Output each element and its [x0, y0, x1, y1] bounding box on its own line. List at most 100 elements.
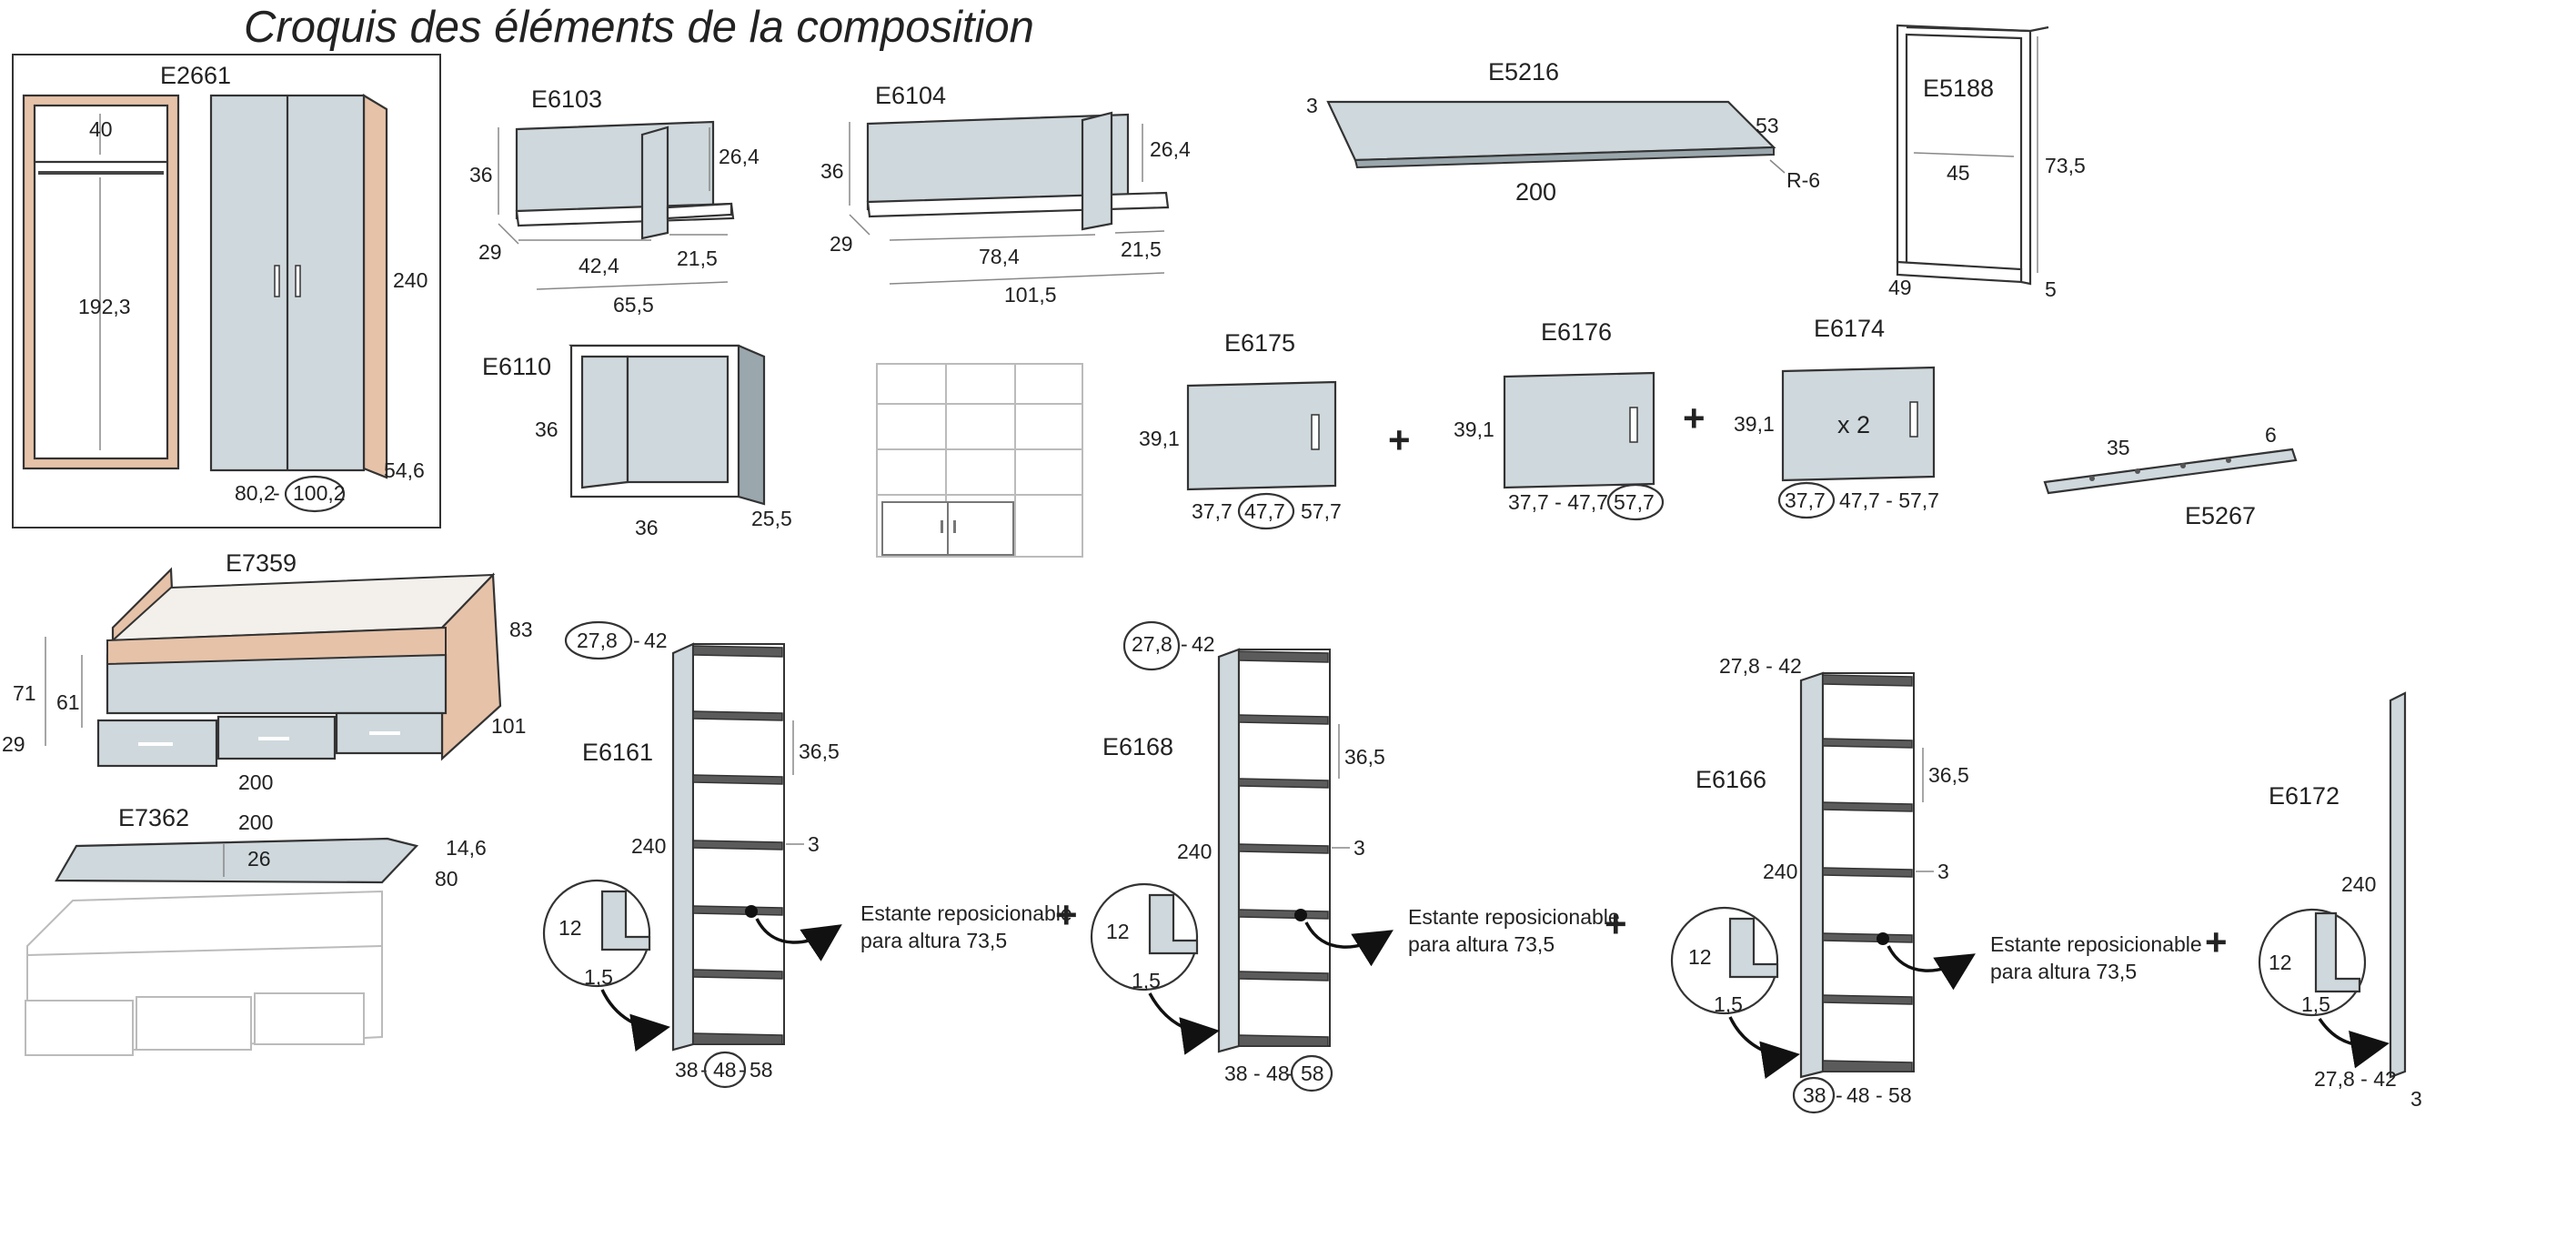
e7362-code: E7362	[118, 804, 189, 831]
e6166-label-b-sel: 38	[1803, 1083, 1826, 1107]
e2661-label-w1: 80,2	[235, 481, 276, 505]
e6168-label-top-rest: 42	[1192, 632, 1215, 656]
e6172-label-w: 27,8 - 42	[2314, 1067, 2397, 1091]
e6176-label-w: 37,7 - 47,7	[1508, 490, 1608, 514]
e2661-open-interior	[33, 104, 169, 460]
e6168-label-top-sep: -	[1181, 632, 1188, 656]
e7359-front-rail	[106, 653, 448, 715]
e6161-label-b3: 58	[750, 1058, 773, 1082]
e6161-label-top-rest: 42	[644, 629, 668, 652]
e6104-label-w1: 78,4	[979, 245, 1020, 268]
e7362-label-w: 200	[238, 810, 273, 834]
e6161-shelf-5	[692, 969, 783, 980]
e5216-label-w: 200	[1515, 178, 1556, 206]
e6168-shelf-4	[1238, 909, 1329, 920]
e6103-label-w1: 42,4	[579, 254, 619, 277]
e2661-handle-right	[295, 265, 301, 297]
e6166-shelf-5	[1822, 994, 1913, 1005]
e6103-divider	[640, 126, 669, 240]
e7362-bed-ghost-line	[26, 945, 383, 956]
e6103-dim-total	[536, 281, 729, 290]
e6172-detail-circle	[2258, 908, 2367, 1017]
e6166-selected-bottom-circle	[1792, 1076, 1836, 1114]
e6175-label-h: 39,1	[1139, 427, 1180, 450]
e6103-code: E6103	[531, 86, 602, 113]
e6166-detail-d1: 12	[1688, 945, 1712, 969]
e6161-shelf-4	[692, 905, 783, 916]
e6172-arrow-detail	[2318, 1018, 2390, 1069]
e6166-detail-circle	[1670, 906, 1779, 1015]
e6103-label-total: 65,5	[613, 293, 654, 317]
e6166-label-b-rest: 48 - 58	[1846, 1083, 1912, 1107]
e6103-label-h: 36	[469, 163, 493, 186]
e6174-code: E6174	[1814, 315, 1885, 342]
e5216-code: E5216	[1488, 58, 1559, 86]
e6161-selected-bottom-circle	[703, 1051, 747, 1089]
e7359-front-top	[106, 626, 447, 666]
e6166-label-shelf: 3	[1937, 860, 1949, 883]
e6168-note-line1: Estante reposicionable	[1408, 905, 1620, 929]
e6161-label-shelf: 3	[808, 832, 820, 856]
e6166-side	[1799, 671, 1825, 1079]
e7359-label-w: 200	[238, 770, 273, 794]
page-title: Croquis des éléments de la composition	[244, 3, 1034, 52]
e6104-code: E6104	[875, 82, 946, 109]
e6166-label-top: 27,8 - 42	[1719, 654, 1802, 678]
e6168-shelf-1	[1238, 714, 1329, 725]
e6172-label-t: 3	[2410, 1087, 2422, 1111]
e6176-selected-circle	[1606, 483, 1665, 521]
e6166-detail-profile	[1728, 917, 1779, 979]
e6174-label-x: x 2	[1837, 411, 1870, 438]
e7359-drawer-2	[216, 715, 337, 760]
e6172-detail-profile	[2314, 911, 2361, 993]
e6104-dim-w1	[889, 234, 1096, 241]
e6168-shelf-2	[1238, 778, 1329, 789]
e6110-label-w: 36	[635, 516, 659, 539]
e6161-selected-top-circle	[564, 620, 633, 660]
e2661-code: E2661	[160, 62, 231, 89]
e6161-code: E6161	[582, 739, 653, 766]
e6103-wall-shelf: E6103 36 26,4 29 42,4 21,5 65,5	[469, 86, 760, 317]
e6103-side-shelf	[666, 202, 733, 220]
e5267-code: E5267	[2185, 502, 2256, 529]
e6175-door: E6175 39,1 37,7 47,7 57,7	[1139, 329, 1342, 530]
e5188-code: E5188	[1923, 75, 1994, 102]
e6168-label-h: 240	[1177, 840, 1212, 863]
e6172-detail-d2: 1,5	[2301, 992, 2330, 1016]
e6174-label-h: 39,1	[1734, 412, 1775, 436]
e6166-note-line2: para altura 73,5	[1990, 960, 2137, 983]
e2661-label-inner: 192,3	[78, 295, 131, 318]
e6168-label-b-sel: 58	[1301, 1062, 1324, 1085]
e7359-drawer-3	[335, 711, 444, 755]
bookcase-preview-handle1	[941, 520, 943, 533]
e5188-label-f: 5	[2045, 277, 2057, 301]
e7359-label-d: 101	[491, 714, 526, 738]
e6174-selected-circle	[1777, 481, 1836, 519]
e7359-bed: E7359 71 61 29 83 101 200	[2, 549, 533, 794]
e5216-label-r: R-6	[1786, 168, 1820, 192]
e7362-ghost-drawer-3	[254, 992, 365, 1045]
e2661-label-depth: 54,6	[384, 458, 425, 482]
e6174-door: E6174 x 2 39,1 37,7 47,7 - 57,7	[1734, 315, 1939, 519]
e6161-label-top-sep: -	[633, 629, 640, 652]
e5216-radius-leader	[1769, 159, 1786, 174]
e6176-label-wsel: 57,7	[1614, 490, 1655, 514]
plus-sign-1: +	[1388, 418, 1411, 461]
e6161-label-top-sel: 27,8	[577, 629, 618, 652]
plus-sign-2: +	[1683, 397, 1706, 439]
e6104-divider	[1081, 111, 1113, 231]
e7359-label-h3: 29	[2, 732, 25, 756]
e6103-back	[515, 120, 715, 220]
e6161-detail-profile	[600, 890, 651, 951]
e2661-handle-left	[274, 265, 280, 297]
e5188-top-return	[2029, 25, 2049, 33]
e6161-note-line2: para altura 73,5	[860, 929, 1007, 952]
e6176-label-h: 39,1	[1454, 418, 1494, 441]
e6176-code: E6176	[1541, 318, 1612, 346]
e6168-detail-circle	[1090, 882, 1199, 991]
e5267-hole2	[2135, 468, 2140, 474]
e7362-guard-rail: E7362 200 26 14,6 80	[25, 804, 487, 1057]
e6110-inner-back	[626, 355, 730, 484]
e5188-dim-w	[1913, 152, 2015, 157]
